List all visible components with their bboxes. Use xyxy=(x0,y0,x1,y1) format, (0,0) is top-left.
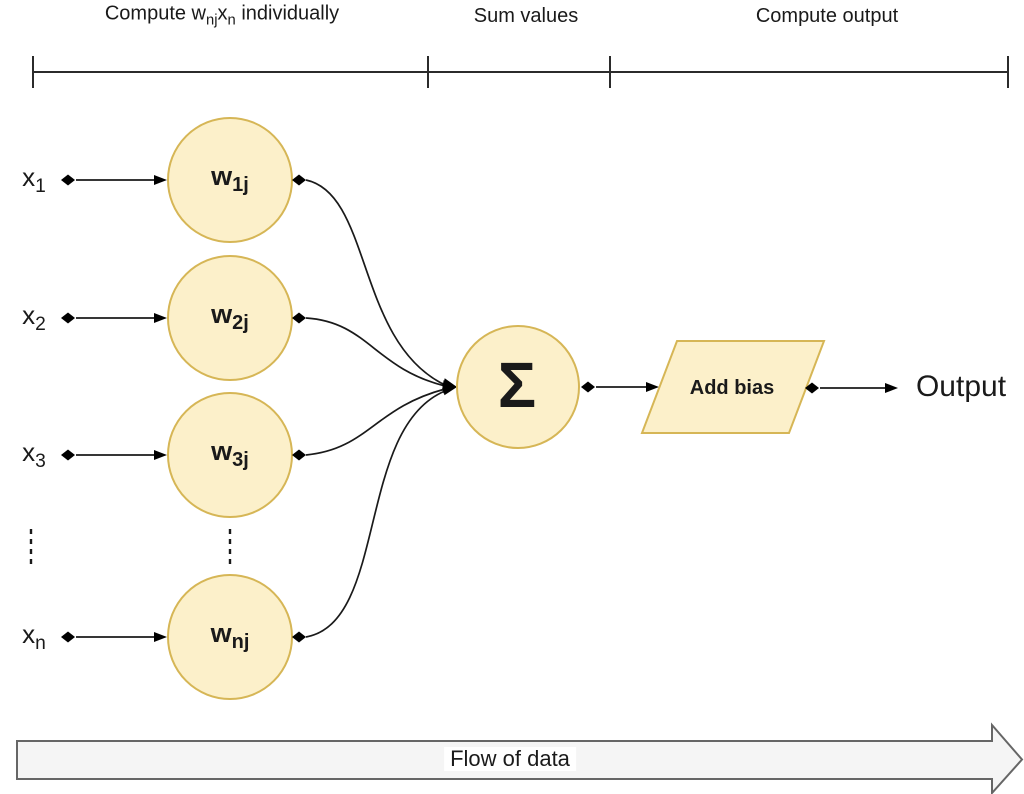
sum-node xyxy=(456,325,580,449)
arrowhead xyxy=(154,632,167,642)
arrowhead xyxy=(154,313,167,323)
arrowhead xyxy=(442,384,457,396)
diamond-marker xyxy=(61,174,75,186)
input-label-xn: xn xyxy=(22,618,46,654)
diamond-marker xyxy=(292,312,306,324)
weight-label-w2j: w2j xyxy=(211,298,249,335)
sum-to-bias-arrow xyxy=(581,381,659,393)
diamond-marker xyxy=(805,382,819,394)
phase-label-sum-values: Sum values xyxy=(473,5,579,27)
bias-to-output-arrow xyxy=(805,382,898,394)
weight-label-w1j: w1j xyxy=(211,160,249,197)
sigma-symbol: Σ xyxy=(497,349,537,421)
input-arrow-x2 xyxy=(61,312,167,324)
diamond-marker xyxy=(61,631,75,643)
bias-node xyxy=(640,340,826,434)
phase-label-compute-output: Compute output xyxy=(755,5,899,27)
input-label-x2: x2 xyxy=(22,299,46,335)
diamond-marker xyxy=(292,174,306,186)
input-arrow-xn xyxy=(61,631,167,643)
input-label-x1: x1 xyxy=(22,161,46,197)
input-arrow-x3 xyxy=(61,449,167,461)
diamond-marker xyxy=(61,312,75,324)
input-arrow-x1 xyxy=(61,174,167,186)
arrowhead xyxy=(154,450,167,460)
diamond-marker xyxy=(292,631,306,643)
diamond-marker xyxy=(61,449,75,461)
bias-label: Add bias xyxy=(689,377,775,399)
arrowhead xyxy=(154,175,167,185)
flow-of-data-label: Flow of data xyxy=(444,747,576,771)
phase-label-compute-weights: Compute wnjxn individually xyxy=(104,2,340,29)
input-label-x3: x3 xyxy=(22,436,46,472)
weight-to-sum-edges xyxy=(292,174,457,643)
weight-label-w3j: w3j xyxy=(211,435,249,472)
weight-label-wnj: wnj xyxy=(210,617,250,654)
output-label: Output xyxy=(915,370,1007,403)
phase-ruler xyxy=(32,56,1009,88)
diamond-marker xyxy=(581,381,595,393)
arrowhead xyxy=(646,382,659,392)
diamond-marker xyxy=(292,449,306,461)
arrowhead xyxy=(885,383,898,393)
